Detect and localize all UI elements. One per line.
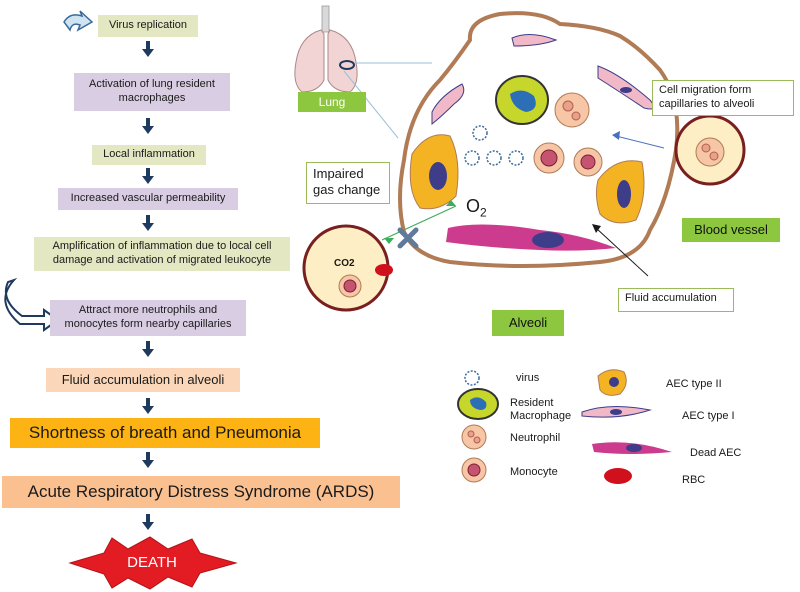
o2-text: O — [466, 196, 481, 216]
lung-label: Lung — [298, 92, 366, 112]
arrow-down-icon — [142, 452, 154, 468]
alveoli-label: Alveoli — [492, 310, 564, 336]
lung-icon — [294, 5, 358, 93]
death-label: DEATH — [127, 553, 177, 571]
step-pneumonia: Shortness of breath and Pneumonia — [10, 418, 320, 448]
legend-rbc: RBC — [682, 474, 706, 486]
step-virus-replication: Virus replication — [98, 15, 198, 37]
o2-sub: 2 — [480, 205, 487, 220]
arrow-down-icon — [142, 41, 154, 57]
arrow-down-icon — [142, 514, 154, 530]
step-local-inflammation: Local inflammation — [92, 145, 206, 165]
arrow-down-icon — [142, 168, 154, 184]
legend-monocyte: Monocyte — [510, 466, 558, 478]
step-fluid-alveoli: Fluid accumulation in alveoli — [46, 368, 240, 392]
step-attract-cells: Attract more neutrophils and monocytes f… — [50, 300, 246, 336]
step-ards: Acute Respiratory Distress Syndrome (ARD… — [2, 476, 400, 508]
arrow-down-icon — [142, 341, 154, 357]
step-vascular-permeability: Increased vascular permeability — [58, 188, 238, 210]
step-amplification: Amplification of inflammation due to loc… — [34, 237, 290, 271]
legend-aec-type-2: AEC type II — [666, 378, 722, 390]
impaired-gas-label: Impaired gas change — [306, 162, 390, 204]
o2-label: O2 — [466, 196, 487, 220]
legend-virus: virus — [516, 372, 540, 384]
cell-migration-label: Cell migration form capillaries to alveo… — [652, 80, 794, 116]
fluid-accumulation-label: Fluid accumulation — [618, 288, 734, 312]
legend-dead-aec: Dead AEC — [690, 447, 742, 459]
legend-neutrophil: Neutrophil — [510, 432, 561, 444]
blood-vessel-label: Blood vessel — [682, 218, 780, 242]
co2-label: CO2 — [334, 258, 355, 269]
arrow-down-icon — [142, 398, 154, 414]
legend-resident-macrophage: Resident Macrophage — [510, 397, 572, 423]
arrow-down-icon — [142, 215, 154, 231]
arrow-down-icon — [142, 118, 154, 134]
legend-aec-type-1: AEC type I — [682, 410, 735, 422]
step-macrophage-activation: Activation of lung resident macrophages — [74, 73, 230, 111]
